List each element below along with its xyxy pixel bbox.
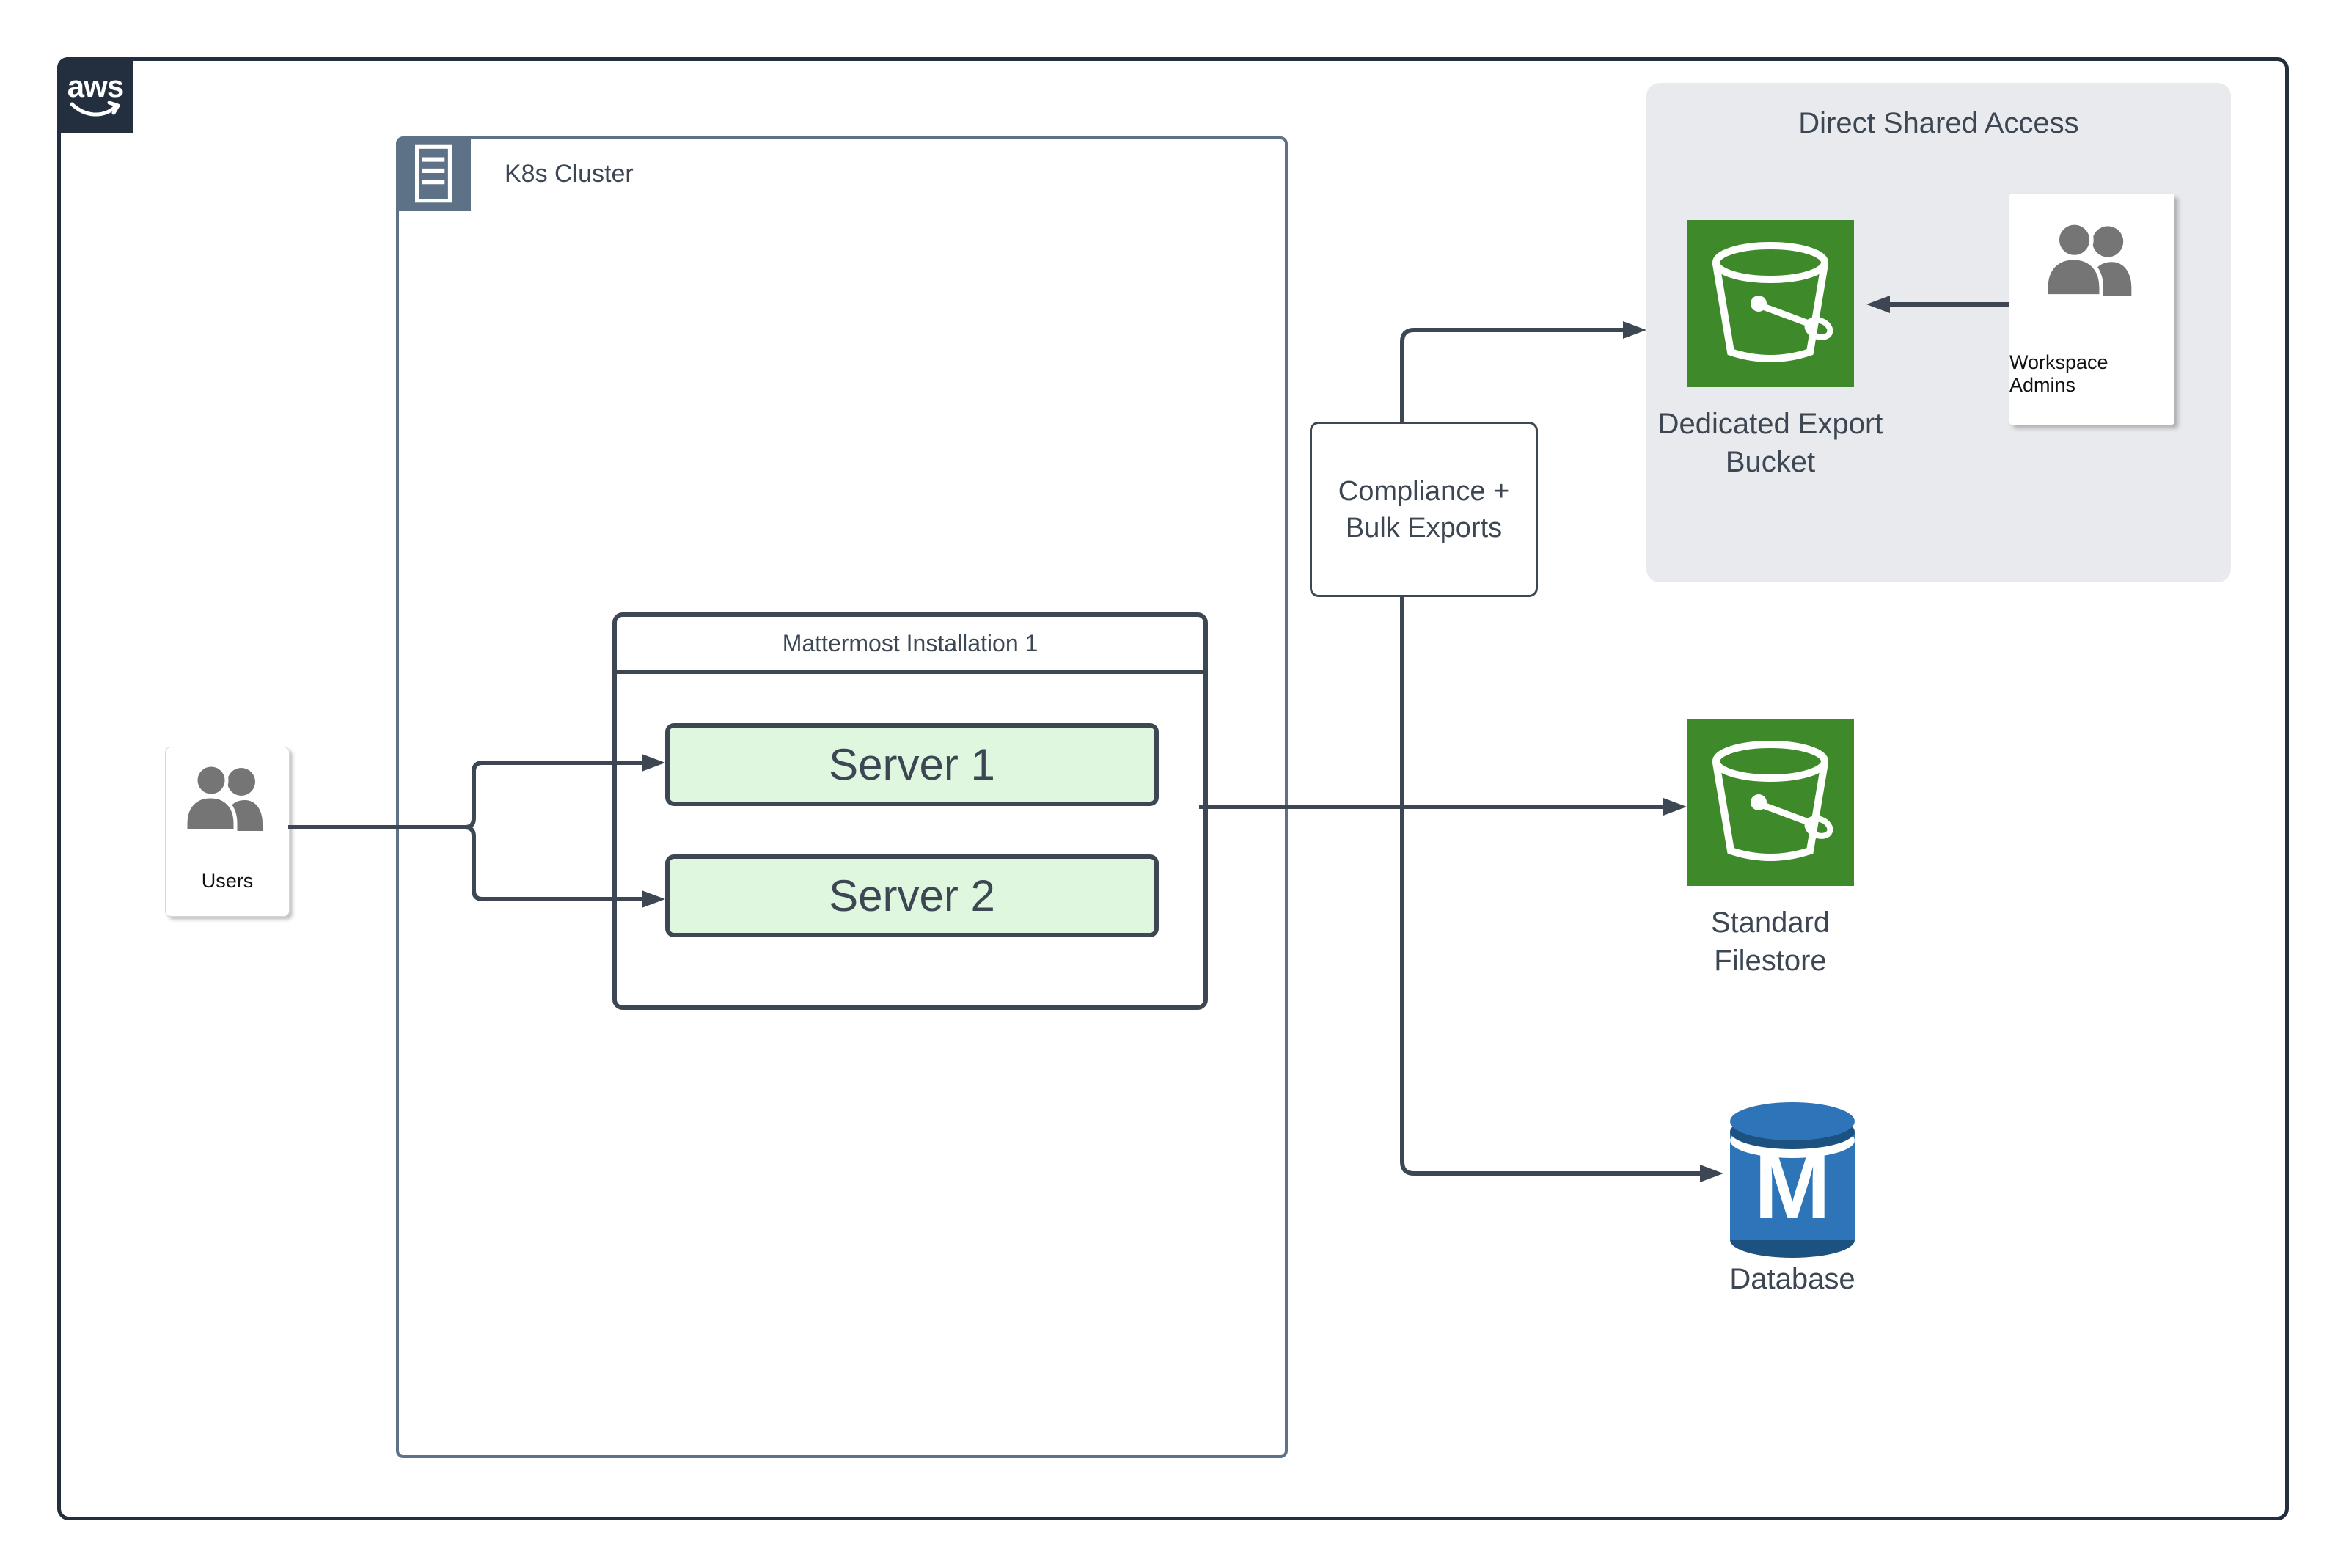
database-cylinder-icon: M (1730, 1102, 1855, 1258)
server-2-node: Server 2 (665, 854, 1159, 937)
server-1-node: Server 1 (665, 723, 1159, 806)
aws-logo-text: aws (67, 69, 124, 103)
users-node: Users (165, 747, 290, 917)
dedicated-export-bucket-label: Dedicated Export Bucket (1657, 408, 1883, 478)
s3-bucket-icon (1712, 242, 1833, 362)
aws-smile-icon (70, 101, 120, 117)
s3-bucket-icon (1712, 741, 1833, 861)
workspace-admins-node: Workspace Admins (2009, 194, 2174, 425)
database-monogram: M (1754, 1136, 1831, 1238)
dedicated-export-bucket-node (1687, 220, 1854, 387)
compliance-bulk-exports-node: Compliance + Bulk Exports (1310, 422, 1538, 597)
standard-filestore-label: Standard Filestore (1710, 906, 1831, 977)
database-label: Database (1729, 1263, 1855, 1295)
users-icon (183, 766, 263, 831)
k8s-cluster-box (396, 136, 1288, 1458)
server-rack-icon (415, 144, 452, 203)
aws-cloud-frame (57, 57, 2289, 1520)
compliance-label-line1: Compliance + (1338, 475, 1510, 507)
compliance-label-line2: Bulk Exports (1345, 512, 1503, 543)
standard-filestore-node (1687, 719, 1854, 886)
k8s-cluster-icon (396, 136, 471, 211)
aws-logo: aws (57, 57, 133, 133)
users-label: Users (201, 870, 254, 892)
workspace-admins-label: Workspace Admins (2009, 351, 2108, 396)
mattermost-installation-title: Mattermost Installation 1 (617, 617, 1203, 674)
server-1-label: Server 1 (829, 740, 995, 789)
server-2-label: Server 2 (829, 871, 995, 920)
k8s-cluster-label: K8s Cluster (505, 159, 634, 188)
direct-shared-access-title: Direct Shared Access (1798, 107, 2079, 139)
mattermost-installation-box: Mattermost Installation 1 Server 1 Serve… (612, 612, 1208, 1010)
workspace-admins-icon (2043, 224, 2131, 296)
database-node: M (1729, 1092, 1856, 1261)
